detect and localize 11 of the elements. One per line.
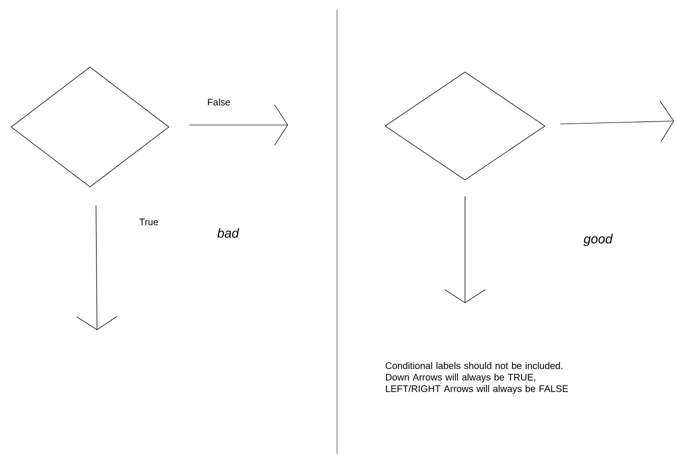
arrow [76, 205, 118, 330]
decision-diamond [384, 72, 546, 180]
decision-diamond [10, 66, 170, 188]
note-text: Conditional labels should not be included. Down Arrows will always be TRUE, LEFT/RIGHT Arrows will always be FALSE [386, 362, 568, 394]
arrow [444, 196, 486, 303]
arrow [189, 104, 288, 146]
caption-text: good [584, 234, 613, 246]
arrow [560, 101, 674, 142]
edge-label: False [208, 98, 230, 106]
caption-text: bad [217, 228, 240, 238]
edge-label: True [139, 218, 158, 226]
